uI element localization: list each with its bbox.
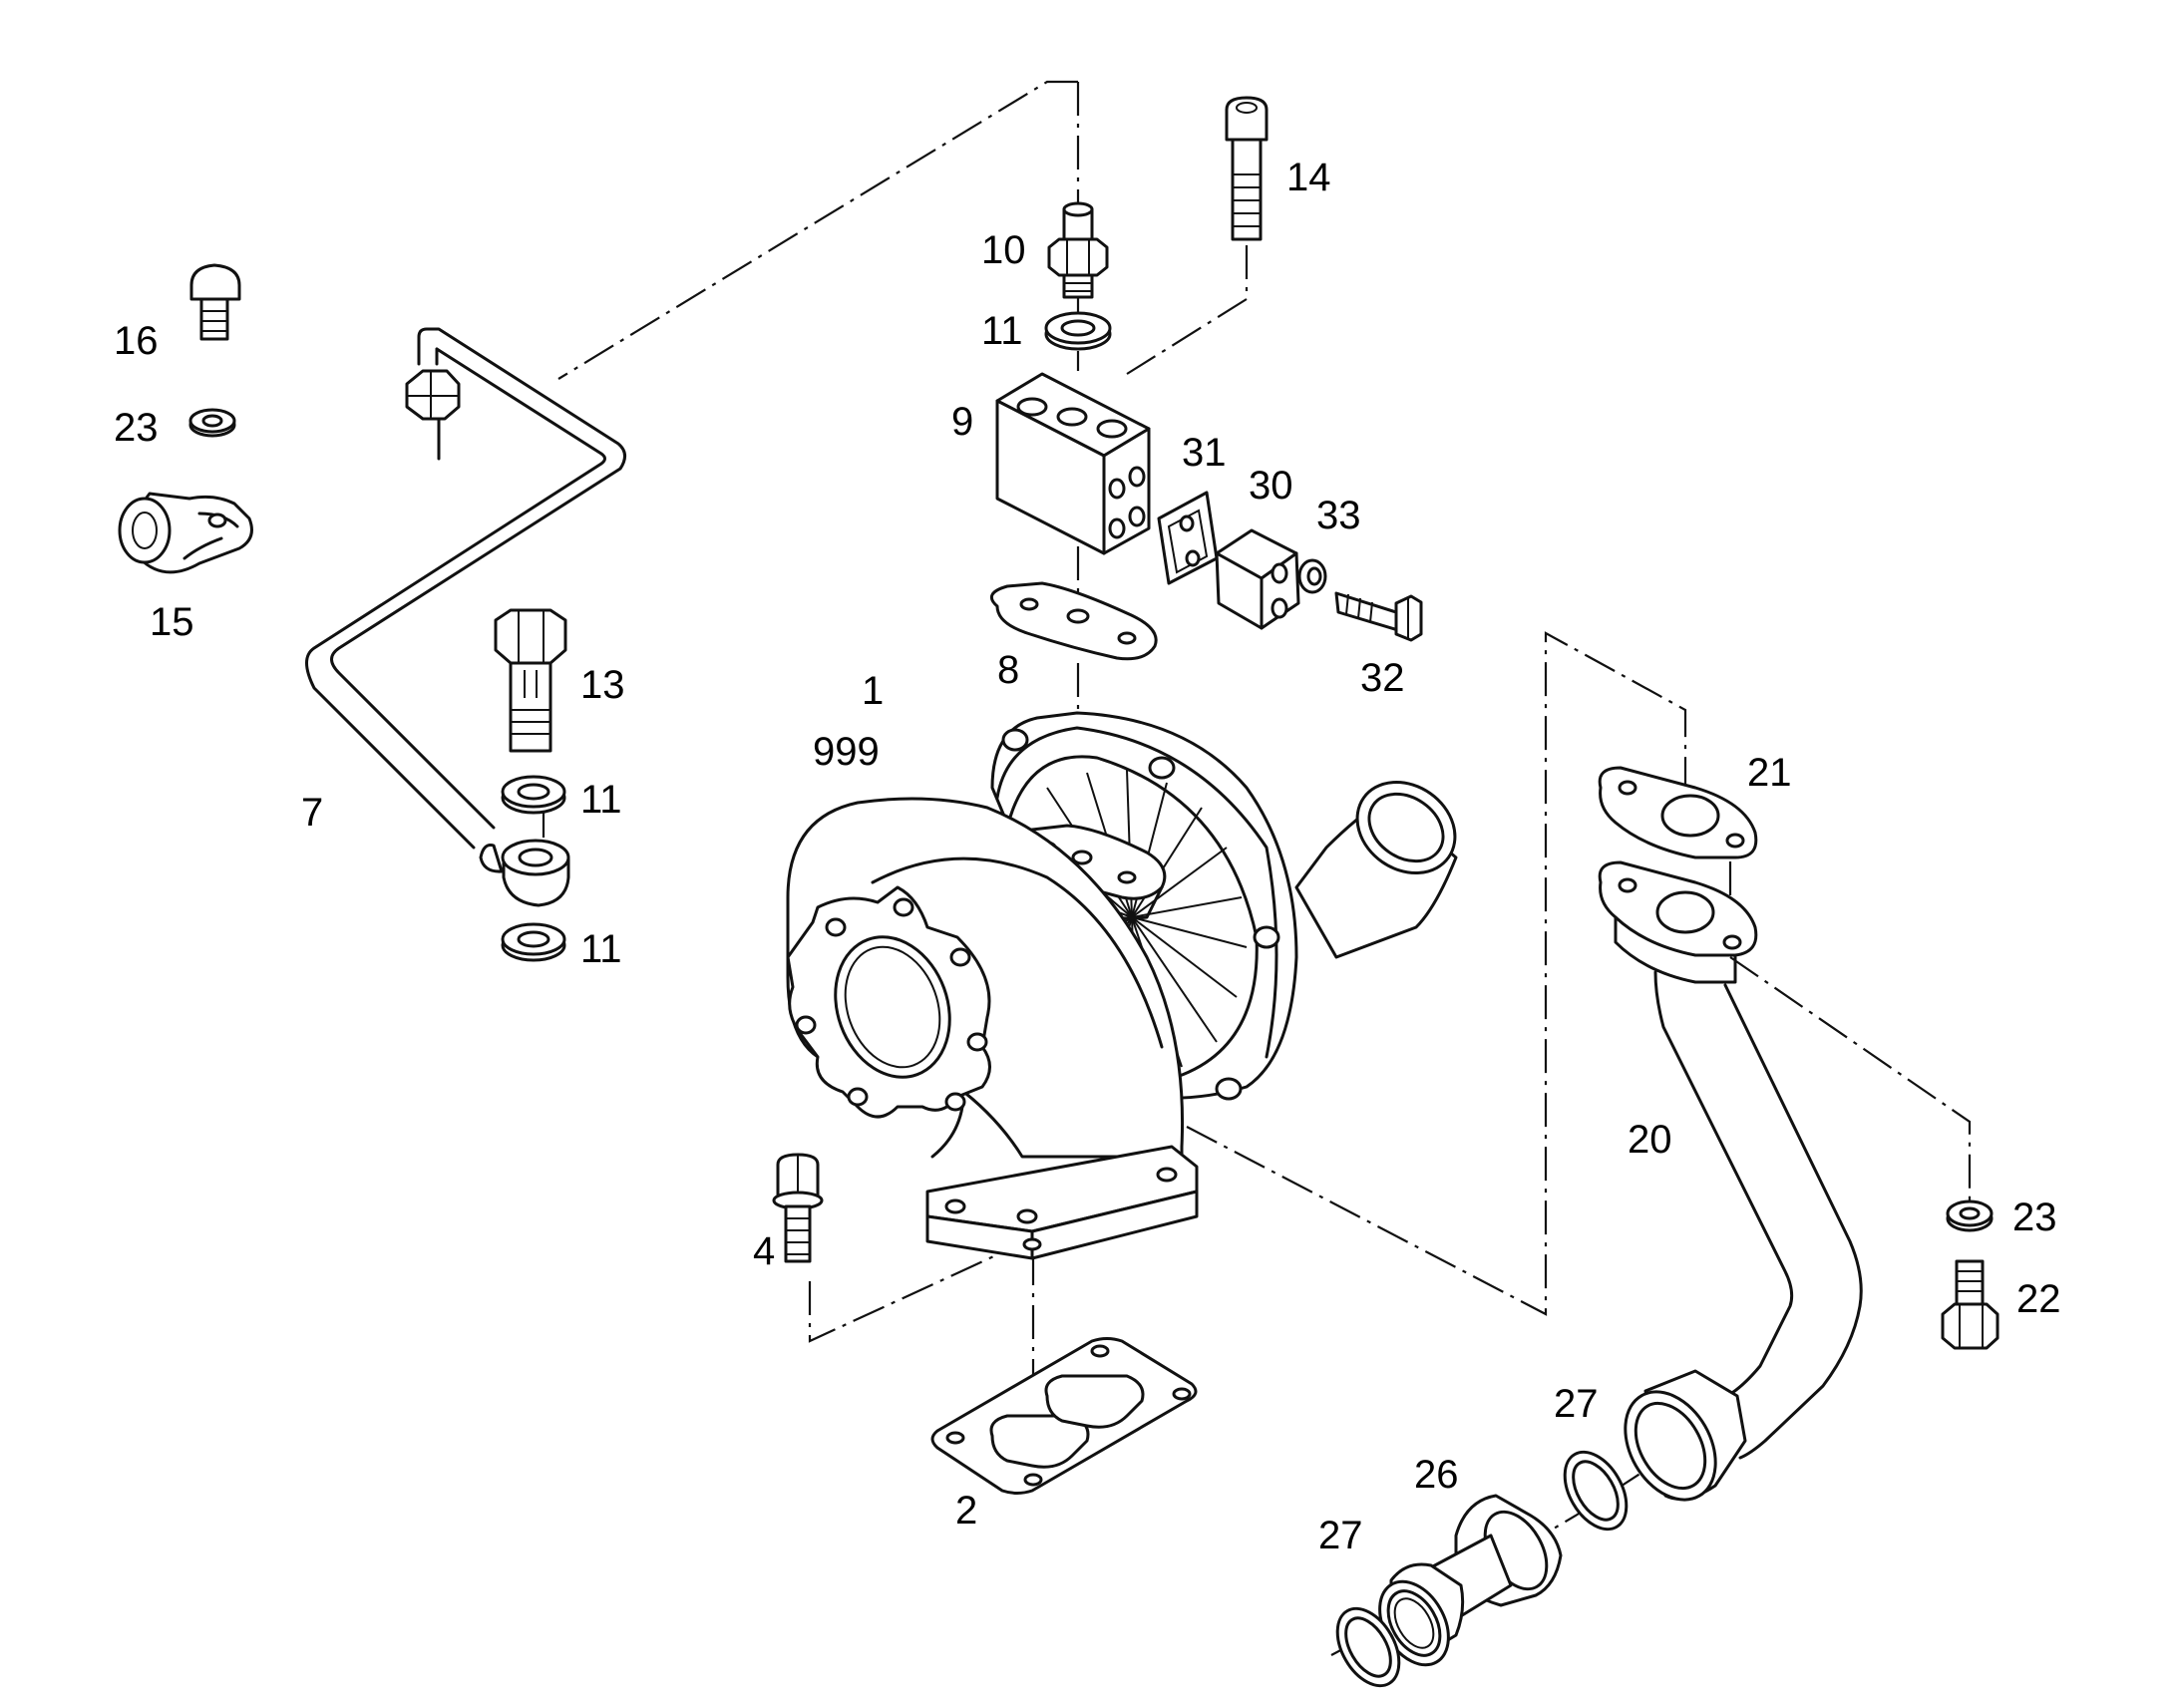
callout-7: 7 xyxy=(301,791,323,835)
callout-2: 2 xyxy=(955,1489,977,1533)
exhaust-manifold-gasket xyxy=(930,1337,1198,1495)
pipe-clamp xyxy=(118,492,253,574)
callout-8: 8 xyxy=(997,648,1019,692)
callout-999: 999 xyxy=(813,730,880,774)
oil-drain-pipe xyxy=(1598,860,1863,1502)
callout-23-right: 23 xyxy=(2012,1196,2057,1239)
blanking-cover xyxy=(1215,528,1300,630)
callout-20: 20 xyxy=(1628,1118,1672,1162)
sealing-washer-lower xyxy=(501,922,566,962)
callout-30: 30 xyxy=(1249,464,1293,508)
callout-10: 10 xyxy=(981,228,1026,272)
clamp-washer xyxy=(188,408,236,438)
callout-33: 33 xyxy=(1316,494,1361,537)
cover-lock-washer xyxy=(1297,558,1327,594)
flange-bolt xyxy=(772,1153,824,1263)
compressor-outlet xyxy=(1294,780,1458,959)
callout-22: 22 xyxy=(2016,1277,2061,1321)
drain-flange-gasket xyxy=(1598,766,1758,859)
cover-gasket xyxy=(1157,491,1219,585)
callout-27-upper: 27 xyxy=(1554,1382,1599,1426)
cover-bolt xyxy=(1334,591,1423,642)
callout-13: 13 xyxy=(580,663,625,707)
callout-27-lower: 27 xyxy=(1318,1514,1363,1557)
callout-labels: 1 999 2 4 7 8 9 10 11 11 11 13 14 15 16 … xyxy=(114,156,2061,1557)
o-ring-lower xyxy=(1335,1606,1401,1688)
banjo-bolt xyxy=(494,608,567,753)
callout-1: 1 xyxy=(862,669,884,713)
oil-block xyxy=(995,372,1151,555)
callout-16: 16 xyxy=(114,319,159,363)
callout-11-middle: 11 xyxy=(580,778,622,822)
turbine-housing xyxy=(786,797,1185,1159)
callout-9: 9 xyxy=(951,400,973,444)
callout-11-top: 11 xyxy=(981,309,1023,353)
callout-11-bottom: 11 xyxy=(580,927,622,971)
o-ring-upper xyxy=(1563,1450,1629,1532)
callout-26: 26 xyxy=(1414,1453,1459,1497)
sealing-washer-upper xyxy=(501,775,566,815)
callout-32: 32 xyxy=(1360,656,1405,700)
drain-sleeve xyxy=(1378,1494,1563,1667)
callout-21: 21 xyxy=(1747,751,1792,795)
clamp-bolt xyxy=(189,263,241,341)
union-fitting xyxy=(1047,201,1109,299)
callout-4: 4 xyxy=(753,1229,775,1273)
turbocharger xyxy=(786,711,1458,1260)
callout-15: 15 xyxy=(150,600,194,644)
cap-screw xyxy=(1225,96,1269,241)
drain-washer xyxy=(1946,1199,1994,1232)
oil-flange-gasket xyxy=(989,581,1158,661)
callout-23-left: 23 xyxy=(114,406,159,450)
oil-feed-pipe xyxy=(305,327,626,850)
drain-bolt xyxy=(1941,1259,1999,1350)
turbine-inlet-flange xyxy=(925,1145,1199,1260)
callout-31: 31 xyxy=(1182,431,1227,475)
fitting-washer xyxy=(1044,311,1112,351)
banjo-fitting xyxy=(479,839,570,907)
callout-14: 14 xyxy=(1286,156,1331,199)
